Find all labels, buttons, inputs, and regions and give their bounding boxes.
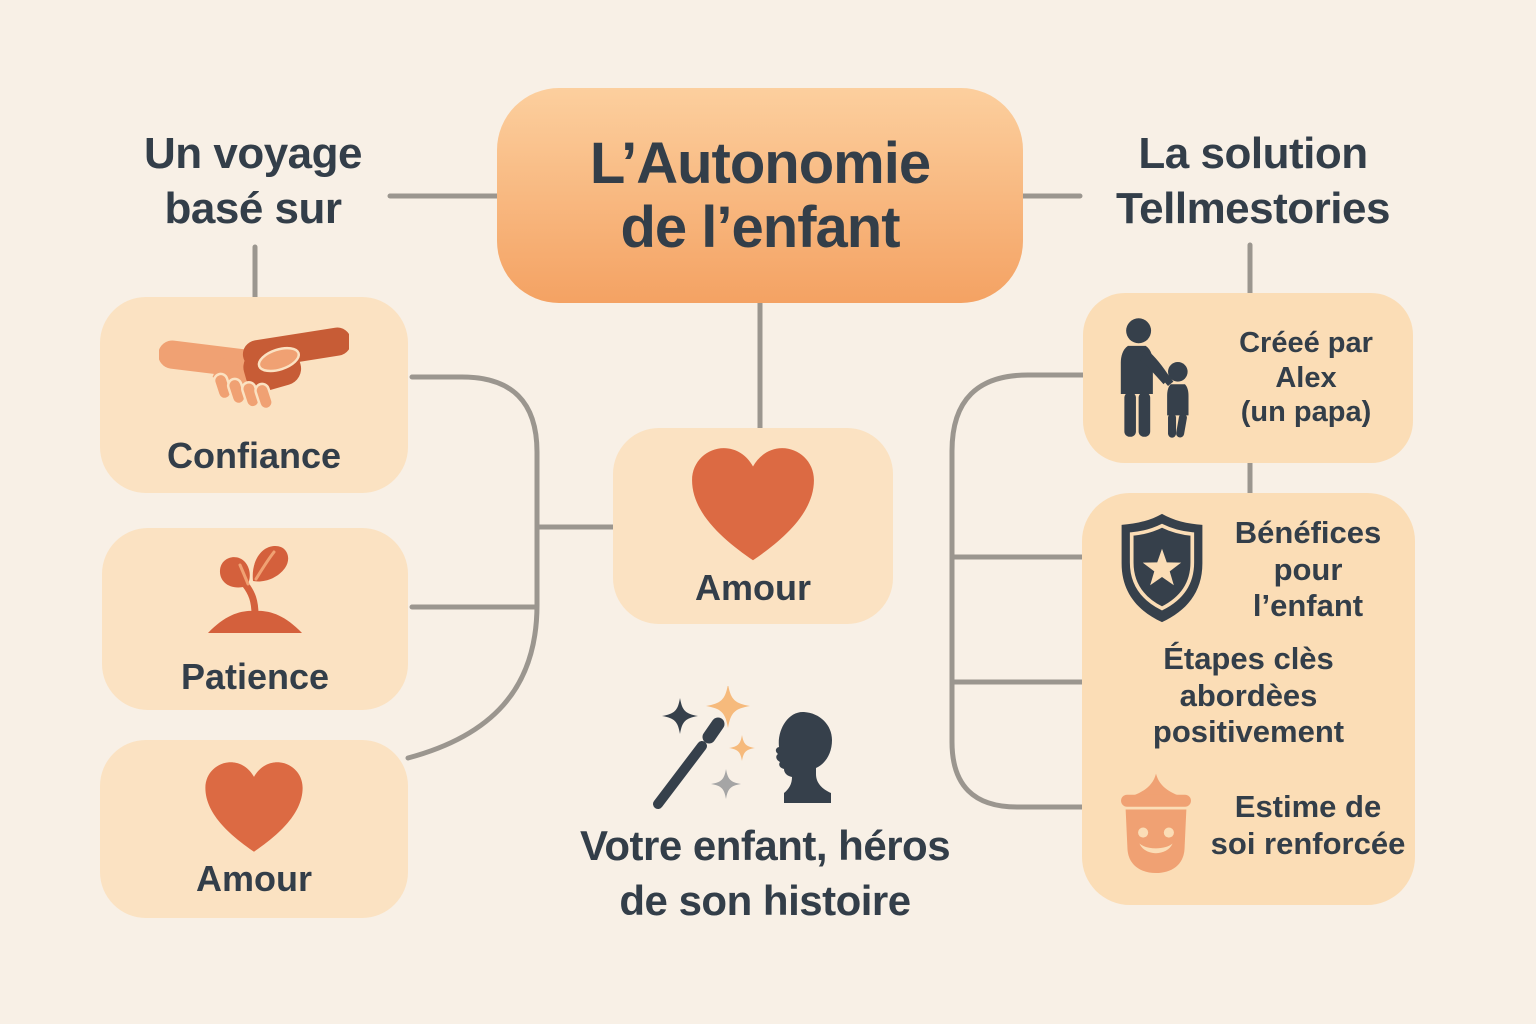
amour-left-label: Amour [196, 857, 312, 899]
creator-line1: Créeé par [1239, 326, 1373, 359]
tagline-line2: de son histoire [619, 877, 911, 925]
parent-child-icon [1120, 318, 1189, 438]
title-line2: de l’enfant [620, 194, 900, 260]
sparkle-gray-icon [711, 769, 741, 799]
amour-center-card: Amour [613, 428, 893, 624]
left-heading-line2: basé sur [164, 184, 342, 234]
heart-icon [205, 761, 303, 852]
creator-line2: Alex [1275, 361, 1337, 394]
tagline-line1: Votre enfant, héros [579, 822, 951, 869]
child-face-icon [1121, 773, 1191, 873]
shield-star-icon [1121, 513, 1203, 623]
right-heading-line2: Tellmestories [1116, 184, 1390, 234]
amour-left-card: Amour [100, 740, 408, 918]
right-heading-line1: La solution [1138, 129, 1368, 178]
creator-line3: (un papa) [1240, 396, 1372, 429]
benefit-line1: Bénéfices [1234, 515, 1382, 550]
esteem-text: Estime de soi renforcée [1210, 789, 1406, 862]
patience-card: Patience [102, 528, 408, 710]
right-bracket [949, 372, 1086, 810]
handshake-icon [159, 327, 349, 410]
left-heading: Un voyage basé sur [93, 126, 413, 237]
sparkle-orange-icon [705, 686, 751, 729]
steps-text: Étapes clès abordèes positivement [1092, 641, 1405, 751]
confiance-label: Confiance [166, 434, 342, 476]
right-heading: La solution Tellmestories [1093, 126, 1413, 237]
benefit-line3: l’enfant [1252, 588, 1364, 624]
child-head-icon [775, 711, 832, 803]
steps-line1: Étapes clès [1163, 641, 1334, 676]
patience-label: Patience [180, 655, 330, 697]
benefit-line2: pour [1273, 551, 1343, 587]
creator-card: Créeé par Alex (un papa) [1083, 293, 1413, 463]
title-box: L’Autonomie de l’enfant [497, 88, 1023, 303]
creator-text: Créeé par Alex (un papa) [1209, 326, 1403, 430]
sprout-icon [208, 545, 302, 633]
left-heading-line1: Un voyage [143, 129, 363, 178]
sparkle-dark-icon [662, 698, 698, 734]
confiance-card: Confiance [100, 297, 408, 493]
tagline: Votre enfant, héros de son histoire [515, 818, 1015, 929]
left-bracket [405, 374, 540, 761]
benefit-text: Bénéfices pour l’enfant [1210, 515, 1406, 625]
magic-wand-icon [653, 686, 755, 809]
heart-icon [692, 447, 814, 560]
benefits-card: Bénéfices pour l’enfant Étapes clès abor… [1082, 493, 1415, 905]
steps-line3: positivement [1152, 714, 1345, 750]
title-line1: L’Autonomie [589, 130, 931, 196]
esteem-line2: soi renforcée [1210, 825, 1406, 861]
sparkle-orange-small-icon [729, 735, 755, 761]
esteem-line1: Estime de [1234, 789, 1382, 824]
amour-center-label: Amour [695, 566, 811, 608]
steps-line2: abordèes [1179, 677, 1318, 713]
